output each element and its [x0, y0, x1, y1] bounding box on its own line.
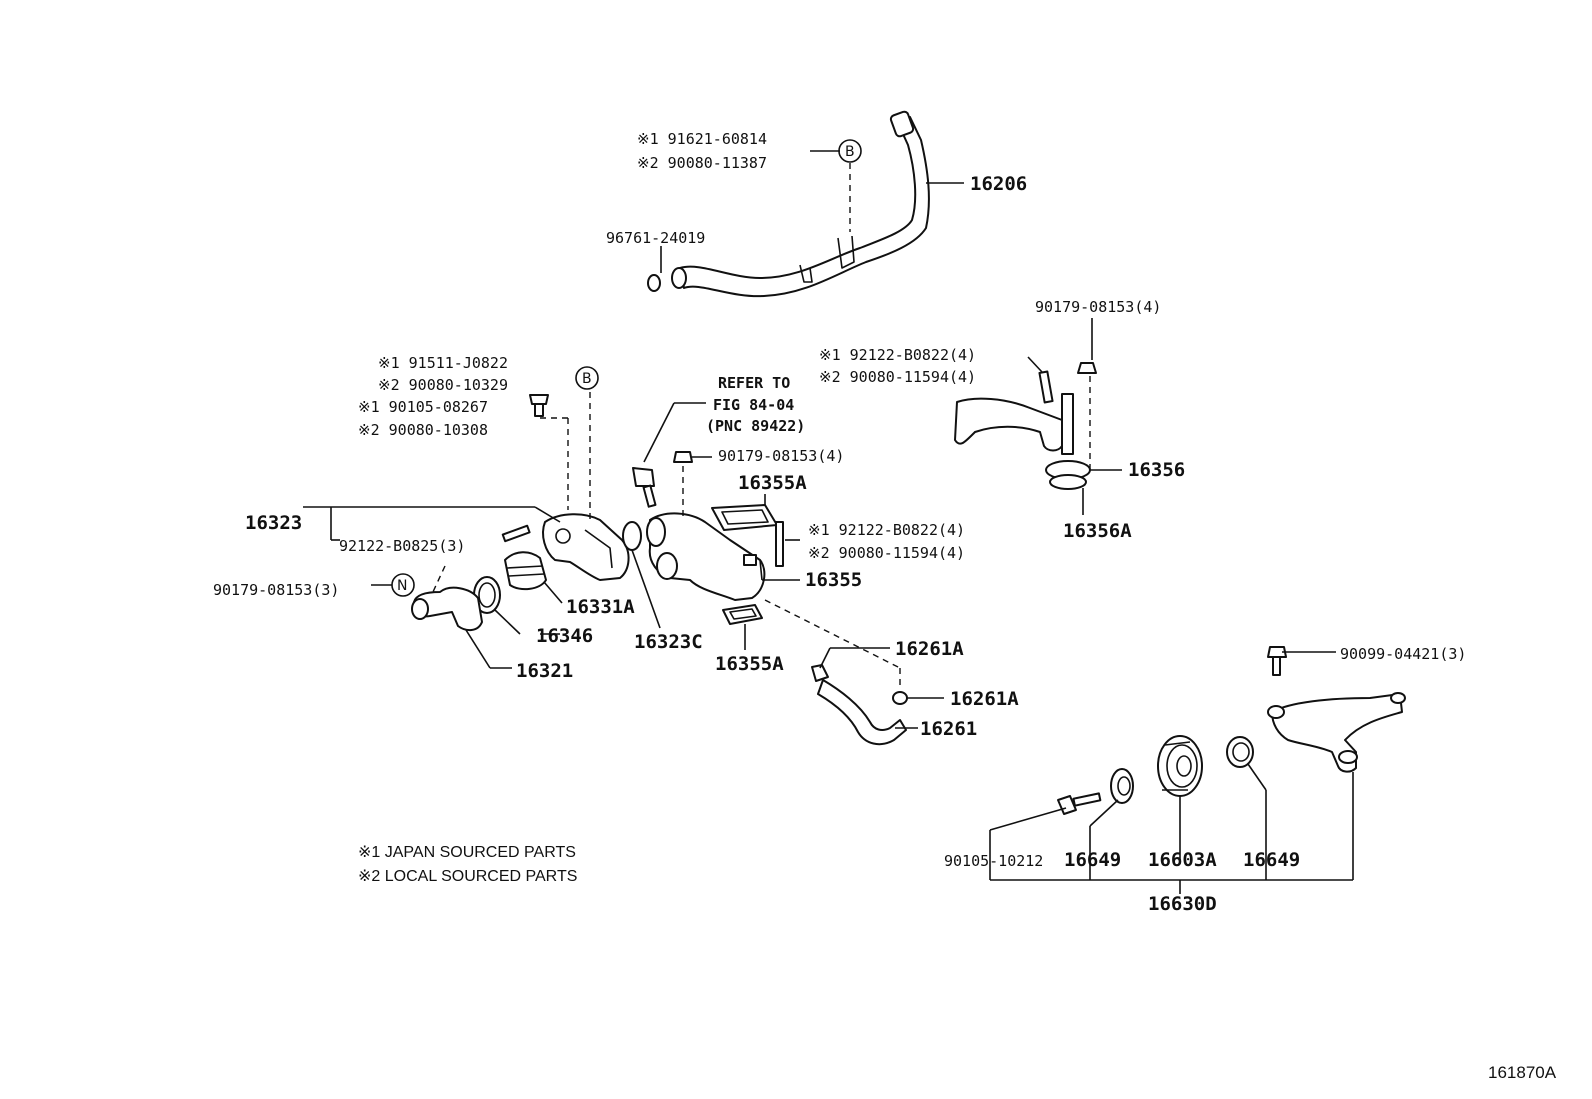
part-16323C: 16323C: [634, 631, 703, 653]
part-90080-11594-a: ※2 90080-11594(4): [819, 368, 976, 386]
marker-b-top-label: B: [845, 144, 855, 160]
marker-b-top: [838, 139, 862, 163]
part-90080-11594-b: ※2 90080-11594(4): [808, 544, 965, 562]
leader-lines-bracket: [989, 651, 1354, 894]
inlet-16321: [411, 586, 483, 632]
marker-b-mid: [575, 366, 599, 390]
refer-line-2: FIG 84-04: [713, 396, 794, 414]
part-96761-24019: 96761-24019: [606, 229, 705, 247]
part-90080-11387: ※2 90080-11387: [637, 154, 767, 172]
part-16355A-top: 16355A: [738, 472, 807, 494]
part-90099-04421: 90099-04421(3): [1340, 645, 1466, 663]
bolt-90105-10212: [1057, 792, 1102, 815]
plate-16649-left: [1110, 768, 1134, 804]
part-90080-10308: ※2 90080-10308: [358, 421, 488, 439]
note-japan-sourced: ※1 JAPAN SOURCED PARTS: [358, 844, 576, 861]
part-92122-B0822-b: ※1 92122-B0822(4): [808, 521, 965, 539]
figure-id: 161870A: [1488, 1063, 1557, 1082]
marker-b-mid-label: B: [582, 371, 592, 387]
part-16331A: 16331A: [566, 596, 635, 618]
leader-lines-left: [303, 392, 591, 669]
part-16356A: 16356A: [1063, 520, 1132, 542]
water-pipe-16206: [647, 110, 930, 298]
part-90179-08153-b: 90179-08153(4): [718, 447, 844, 465]
bolt-head-90105-08267: [529, 394, 549, 405]
part-16356: 16356: [1128, 459, 1185, 481]
water-outlet-16356: [954, 362, 1097, 490]
part-16649-a: 16649: [1064, 849, 1121, 871]
leader-lines-16206: [660, 150, 964, 273]
leader-lines-center: [631, 402, 800, 650]
part-16603A: 16603A: [1148, 849, 1217, 871]
thermostat-16331A: [504, 551, 547, 591]
part-92122-B0822-a: ※1 92122-B0822(4): [819, 346, 976, 364]
part-16355A-bottom: 16355A: [715, 653, 784, 675]
part-16346: 16346: [536, 625, 593, 647]
part-90080-10329: ※2 90080-10329: [378, 376, 508, 394]
idler-bracket: [1267, 692, 1406, 773]
part-16321: 16321: [516, 660, 573, 682]
stud-92122-B0822-b: [775, 521, 784, 567]
plate-16649-right: [1226, 736, 1254, 768]
refer-line-1: REFER TO: [718, 374, 790, 392]
refer-line-3: (PNC 89422): [706, 417, 805, 435]
part-16261A-1: 16261A: [895, 638, 964, 660]
part-90179-08153-a: 90179-08153(4): [1035, 298, 1161, 316]
pulley-16603A: [1157, 735, 1203, 797]
bolt-90099-04421: [1267, 646, 1287, 676]
part-92122-B0825: 92122-B0825(3): [339, 537, 465, 555]
part-16261: 16261: [920, 718, 977, 740]
part-91621-60814: ※1 91621-60814: [637, 130, 767, 148]
part-90105-08267: ※1 90105-08267: [358, 398, 488, 416]
water-outlet-16355: [646, 512, 766, 601]
part-16261A-2: 16261A: [950, 688, 1019, 710]
part-16355: 16355: [805, 569, 862, 591]
part-16630D: 16630D: [1148, 893, 1217, 915]
temp-sensor: [632, 467, 657, 508]
note-local-sourced: ※2 LOCAL SOURCED PARTS: [358, 868, 577, 885]
gasket-16355A-bottom: [722, 604, 763, 625]
marker-n: [391, 573, 415, 597]
gasket-16323C: [622, 521, 642, 551]
part-90105-10212: 90105-10212: [944, 852, 1043, 870]
thermostat-housing-16323: [542, 513, 630, 581]
stud-92122-B0825: [501, 524, 531, 543]
part-90179-08153-n: 90179-08153(3): [213, 581, 339, 599]
gasket-16355A-top: [711, 504, 778, 531]
part-16206: 16206: [970, 173, 1027, 195]
marker-n-label: N: [397, 578, 407, 594]
part-16323: 16323: [245, 512, 302, 534]
hose-16261: [811, 664, 908, 746]
part-91511-J0822: ※1 91511-J0822: [378, 354, 508, 372]
leader-lines-hose: [764, 599, 944, 729]
part-16649-b: 16649: [1243, 849, 1300, 871]
nut-90179-08153-b: [673, 451, 693, 463]
leader-lines-16356: [1027, 318, 1122, 515]
